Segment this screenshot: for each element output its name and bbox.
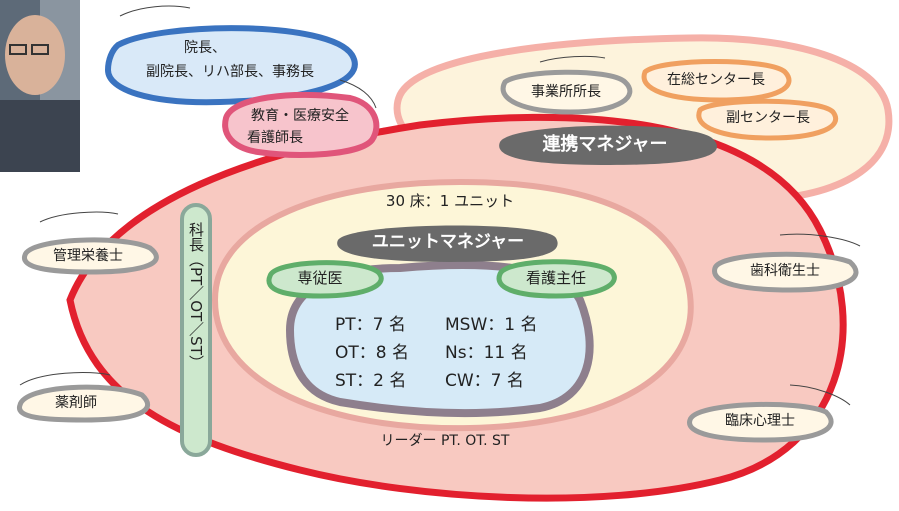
- unit-caption: 30 床：1 ユニット: [386, 192, 514, 210]
- person-photo: [0, 0, 80, 172]
- pharmacist-label: 薬剤師: [55, 395, 97, 411]
- leader-label: リーダー PT. OT. ST: [381, 433, 510, 449]
- office-head-bubble: 事業所所長: [500, 69, 633, 115]
- unit-manager-label: ユニットマネジャー: [372, 232, 524, 252]
- dedicated-doctor-pill: 専従医: [266, 260, 384, 299]
- staff-counts: PT：7 名 MSW：1 名 OT：8 名 Ns：11 名 ST：2 名 CW：…: [335, 315, 538, 391]
- dental-hygienist-bubble: 歯科衛生士: [712, 233, 861, 293]
- chief-vertical-label: 科長（PT／OT／ST）: [187, 222, 205, 370]
- dietitian-bubble: 管理栄養士: [22, 211, 159, 275]
- pharmacist-bubble: 薬剤師: [17, 371, 150, 423]
- staff-ns: Ns：11 名: [445, 343, 528, 363]
- office-head-label: 事業所所長: [531, 84, 601, 100]
- staff-msw: MSW：1 名: [445, 315, 538, 335]
- dedicated-doctor-label: 専従医: [297, 269, 342, 287]
- education-line1: 教育・医療安全: [251, 107, 349, 124]
- vice-center-head-label: 副センター長: [726, 110, 810, 126]
- unit-manager-pill: ユニットマネジャー: [337, 225, 558, 262]
- education-line2: 看護師長: [247, 130, 303, 146]
- liaison-manager-label: 連携マネジャー: [542, 133, 667, 155]
- staff-pt: PT：7 名: [335, 315, 406, 335]
- head-nurse-pill: 看護主任: [496, 259, 617, 299]
- decor-stroke: [339, 79, 377, 109]
- director-line2: 副院長、リハ部長、事務長: [146, 64, 314, 80]
- director-line1: 院長、: [184, 40, 226, 56]
- psychologist-label: 臨床心理士: [725, 413, 795, 429]
- education-bubble: 教育・医療安全 看護師長: [222, 91, 380, 158]
- chief-vertical-bar: 科長（PT／OT／ST）: [180, 203, 212, 457]
- director-bubble: 院長、 副院長、リハ部長、事務長: [104, 25, 358, 106]
- home-center-head-bubble: 在総センター長: [641, 59, 792, 103]
- head-nurse-label: 看護主任: [526, 269, 586, 287]
- dental-hygienist-label: 歯科衛生士: [750, 263, 820, 279]
- vice-center-head-bubble: 副センター長: [696, 98, 838, 141]
- staff-ot: OT：8 名: [335, 343, 409, 363]
- staff-core: [285, 261, 594, 418]
- psychologist-bubble: 臨床心理士: [687, 384, 851, 443]
- liaison-manager-pill: 連携マネジャー: [499, 125, 717, 165]
- decor-stroke: [539, 55, 606, 63]
- home-center-head-label: 在総センター長: [667, 72, 765, 88]
- staff-cw: CW：7 名: [445, 371, 524, 391]
- staff-st: ST：2 名: [335, 371, 406, 391]
- decor-stroke: [119, 5, 191, 17]
- dietitian-label: 管理栄養士: [53, 247, 123, 264]
